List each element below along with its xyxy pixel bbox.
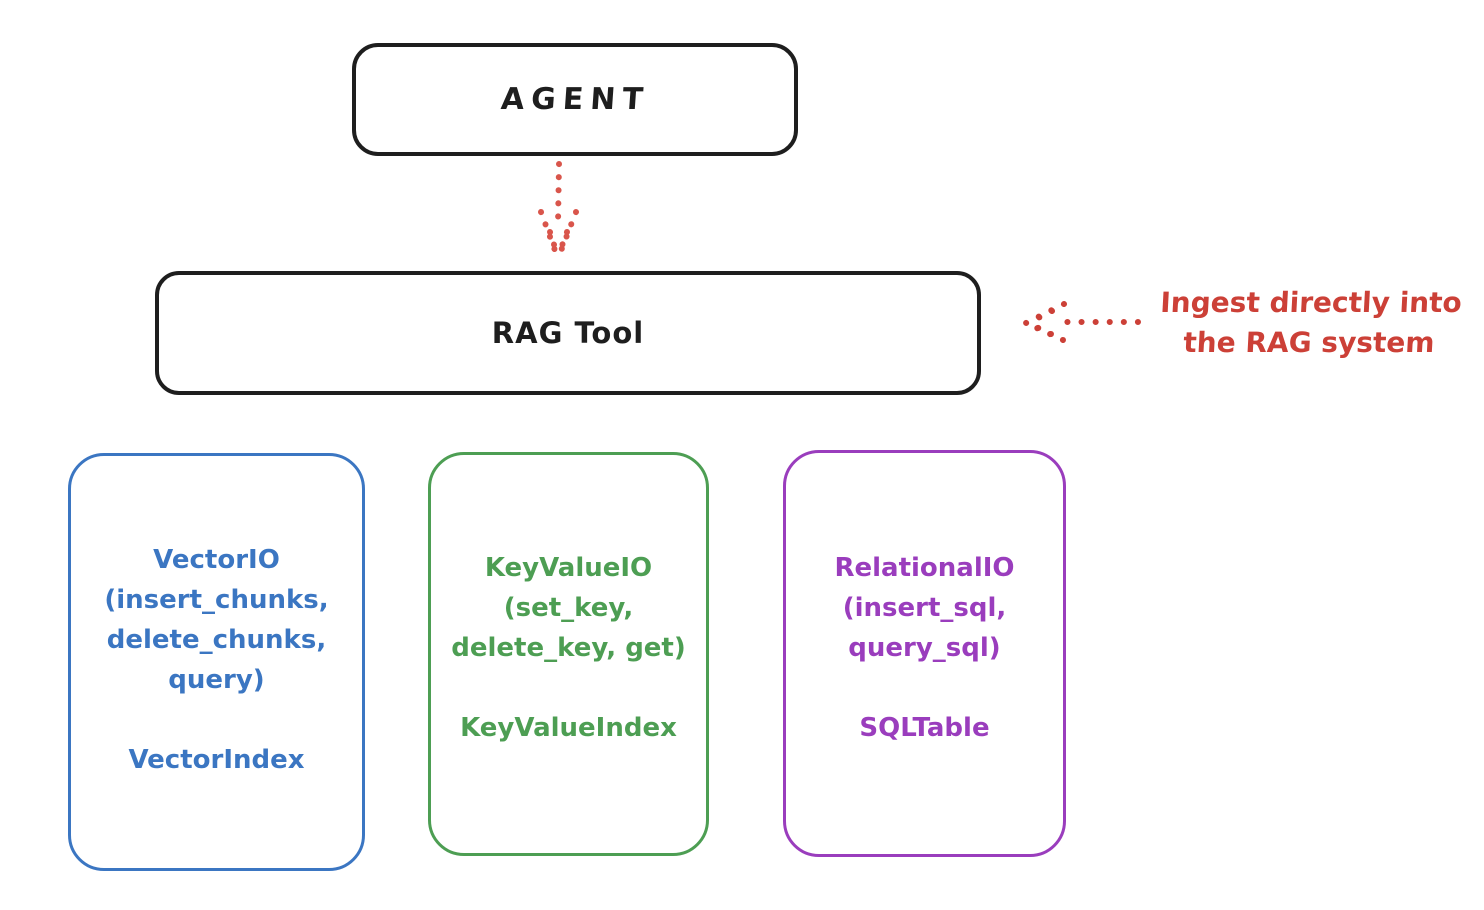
- backend-index-label: KeyValueIndex: [460, 713, 677, 743]
- backend-card-vector: VectorIO (insert_chunks, delete_chunks, …: [68, 453, 365, 871]
- backend-method-line: query): [168, 665, 265, 695]
- backend-title: RelationalIO: [834, 553, 1015, 583]
- rag-tool-label: RAG Tool: [491, 316, 645, 350]
- rag-tool-box: RAG Tool: [155, 271, 981, 395]
- annotation-text: Ingest directly into the RAG system: [1138, 283, 1482, 363]
- dotted-left-arrow-icon: [1023, 301, 1141, 343]
- backend-card-keyvalue: KeyValueIO (set_key, delete_key, get) Ke…: [428, 452, 709, 856]
- backend-method-line: query_sql): [848, 633, 1001, 663]
- backend-method-line: (insert_chunks,: [104, 585, 329, 615]
- backend-card-relational: RelationalIO (insert_sql, query_sql) SQL…: [783, 450, 1066, 857]
- backend-index-label: VectorIndex: [128, 745, 305, 775]
- backend-index-label: SQLTable: [859, 713, 990, 743]
- backend-method-line: delete_chunks,: [106, 625, 327, 655]
- agent-label: AGENT: [499, 82, 651, 117]
- backend-title: KeyValueIO: [484, 553, 653, 583]
- backend-method-line: delete_key, get): [451, 633, 686, 663]
- annotation-line-1: Ingest directly into: [1159, 286, 1463, 319]
- backend-method-line: (insert_sql,: [842, 593, 1007, 623]
- agent-box: AGENT: [352, 43, 798, 156]
- dotted-down-arrow-icon: [538, 161, 579, 259]
- annotation-line-2: the RAG system: [1182, 326, 1436, 359]
- backend-method-line: (set_key,: [503, 593, 634, 623]
- backend-title: VectorIO: [153, 545, 280, 575]
